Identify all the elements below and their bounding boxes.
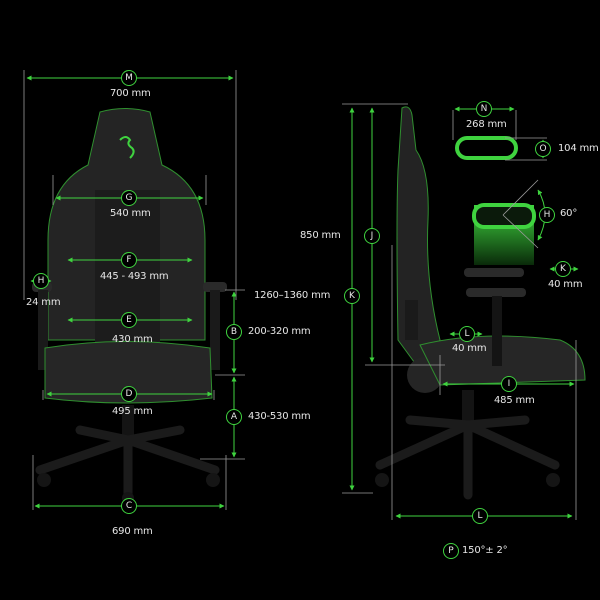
marker-o: O (535, 141, 551, 157)
marker-l-base: L (472, 508, 488, 524)
recline-angle-label: 150°± 2° (462, 545, 508, 556)
marker-k-side: K (344, 288, 360, 304)
backrest-width-label: 540 mm (110, 208, 151, 219)
marker-f: F (121, 252, 137, 268)
front-chair-illustration (32, 108, 227, 504)
side-guides (342, 103, 577, 520)
marker-n: N (476, 101, 492, 117)
marker-h-detail: H (539, 207, 555, 223)
armrest-detail-illustration (455, 136, 536, 265)
front-guides (23, 70, 245, 510)
marker-d: D (121, 386, 137, 402)
marker-m: M (121, 70, 137, 86)
seat-inner-width-label: 430 mm (112, 334, 153, 345)
marker-h-front: H (33, 273, 49, 289)
marker-k-detail: K (555, 261, 571, 277)
armrest-height-adjust-label: 24 mm (26, 297, 61, 308)
lumbar-depth-label: 40 mm (452, 343, 487, 354)
seat-width-label: 495 mm (112, 406, 153, 417)
overall-height-label: 1260–1360 mm (254, 290, 331, 301)
armrest-slide-label: 40 mm (548, 279, 583, 290)
marker-b: B (226, 324, 242, 340)
side-chair-illustration (375, 106, 586, 500)
armrest-length-label: 268 mm (466, 119, 507, 130)
armrest-rotation-label: 60° (560, 208, 578, 219)
armrest-height-label: 200-320 mm (248, 326, 311, 337)
base-width-label: 690 mm (112, 526, 153, 537)
seat-height-label: 430-530 mm (248, 411, 311, 422)
overall-width-label: 700 mm (110, 88, 151, 99)
backrest-height-label: 850 mm (300, 230, 341, 241)
marker-e: E (121, 312, 137, 328)
seat-depth-label: 485 mm (494, 395, 535, 406)
marker-a: A (226, 409, 242, 425)
marker-i: I (501, 376, 517, 392)
marker-c: C (121, 498, 137, 514)
armrest-guides (452, 110, 547, 249)
marker-l-lumbar: L (459, 326, 475, 342)
lumbar-width-label: 445 - 493 mm (100, 271, 169, 282)
armrest-width-label: 104 mm (558, 143, 599, 154)
marker-j: J (364, 228, 380, 244)
marker-p: P (443, 543, 459, 559)
marker-g: G (121, 190, 137, 206)
